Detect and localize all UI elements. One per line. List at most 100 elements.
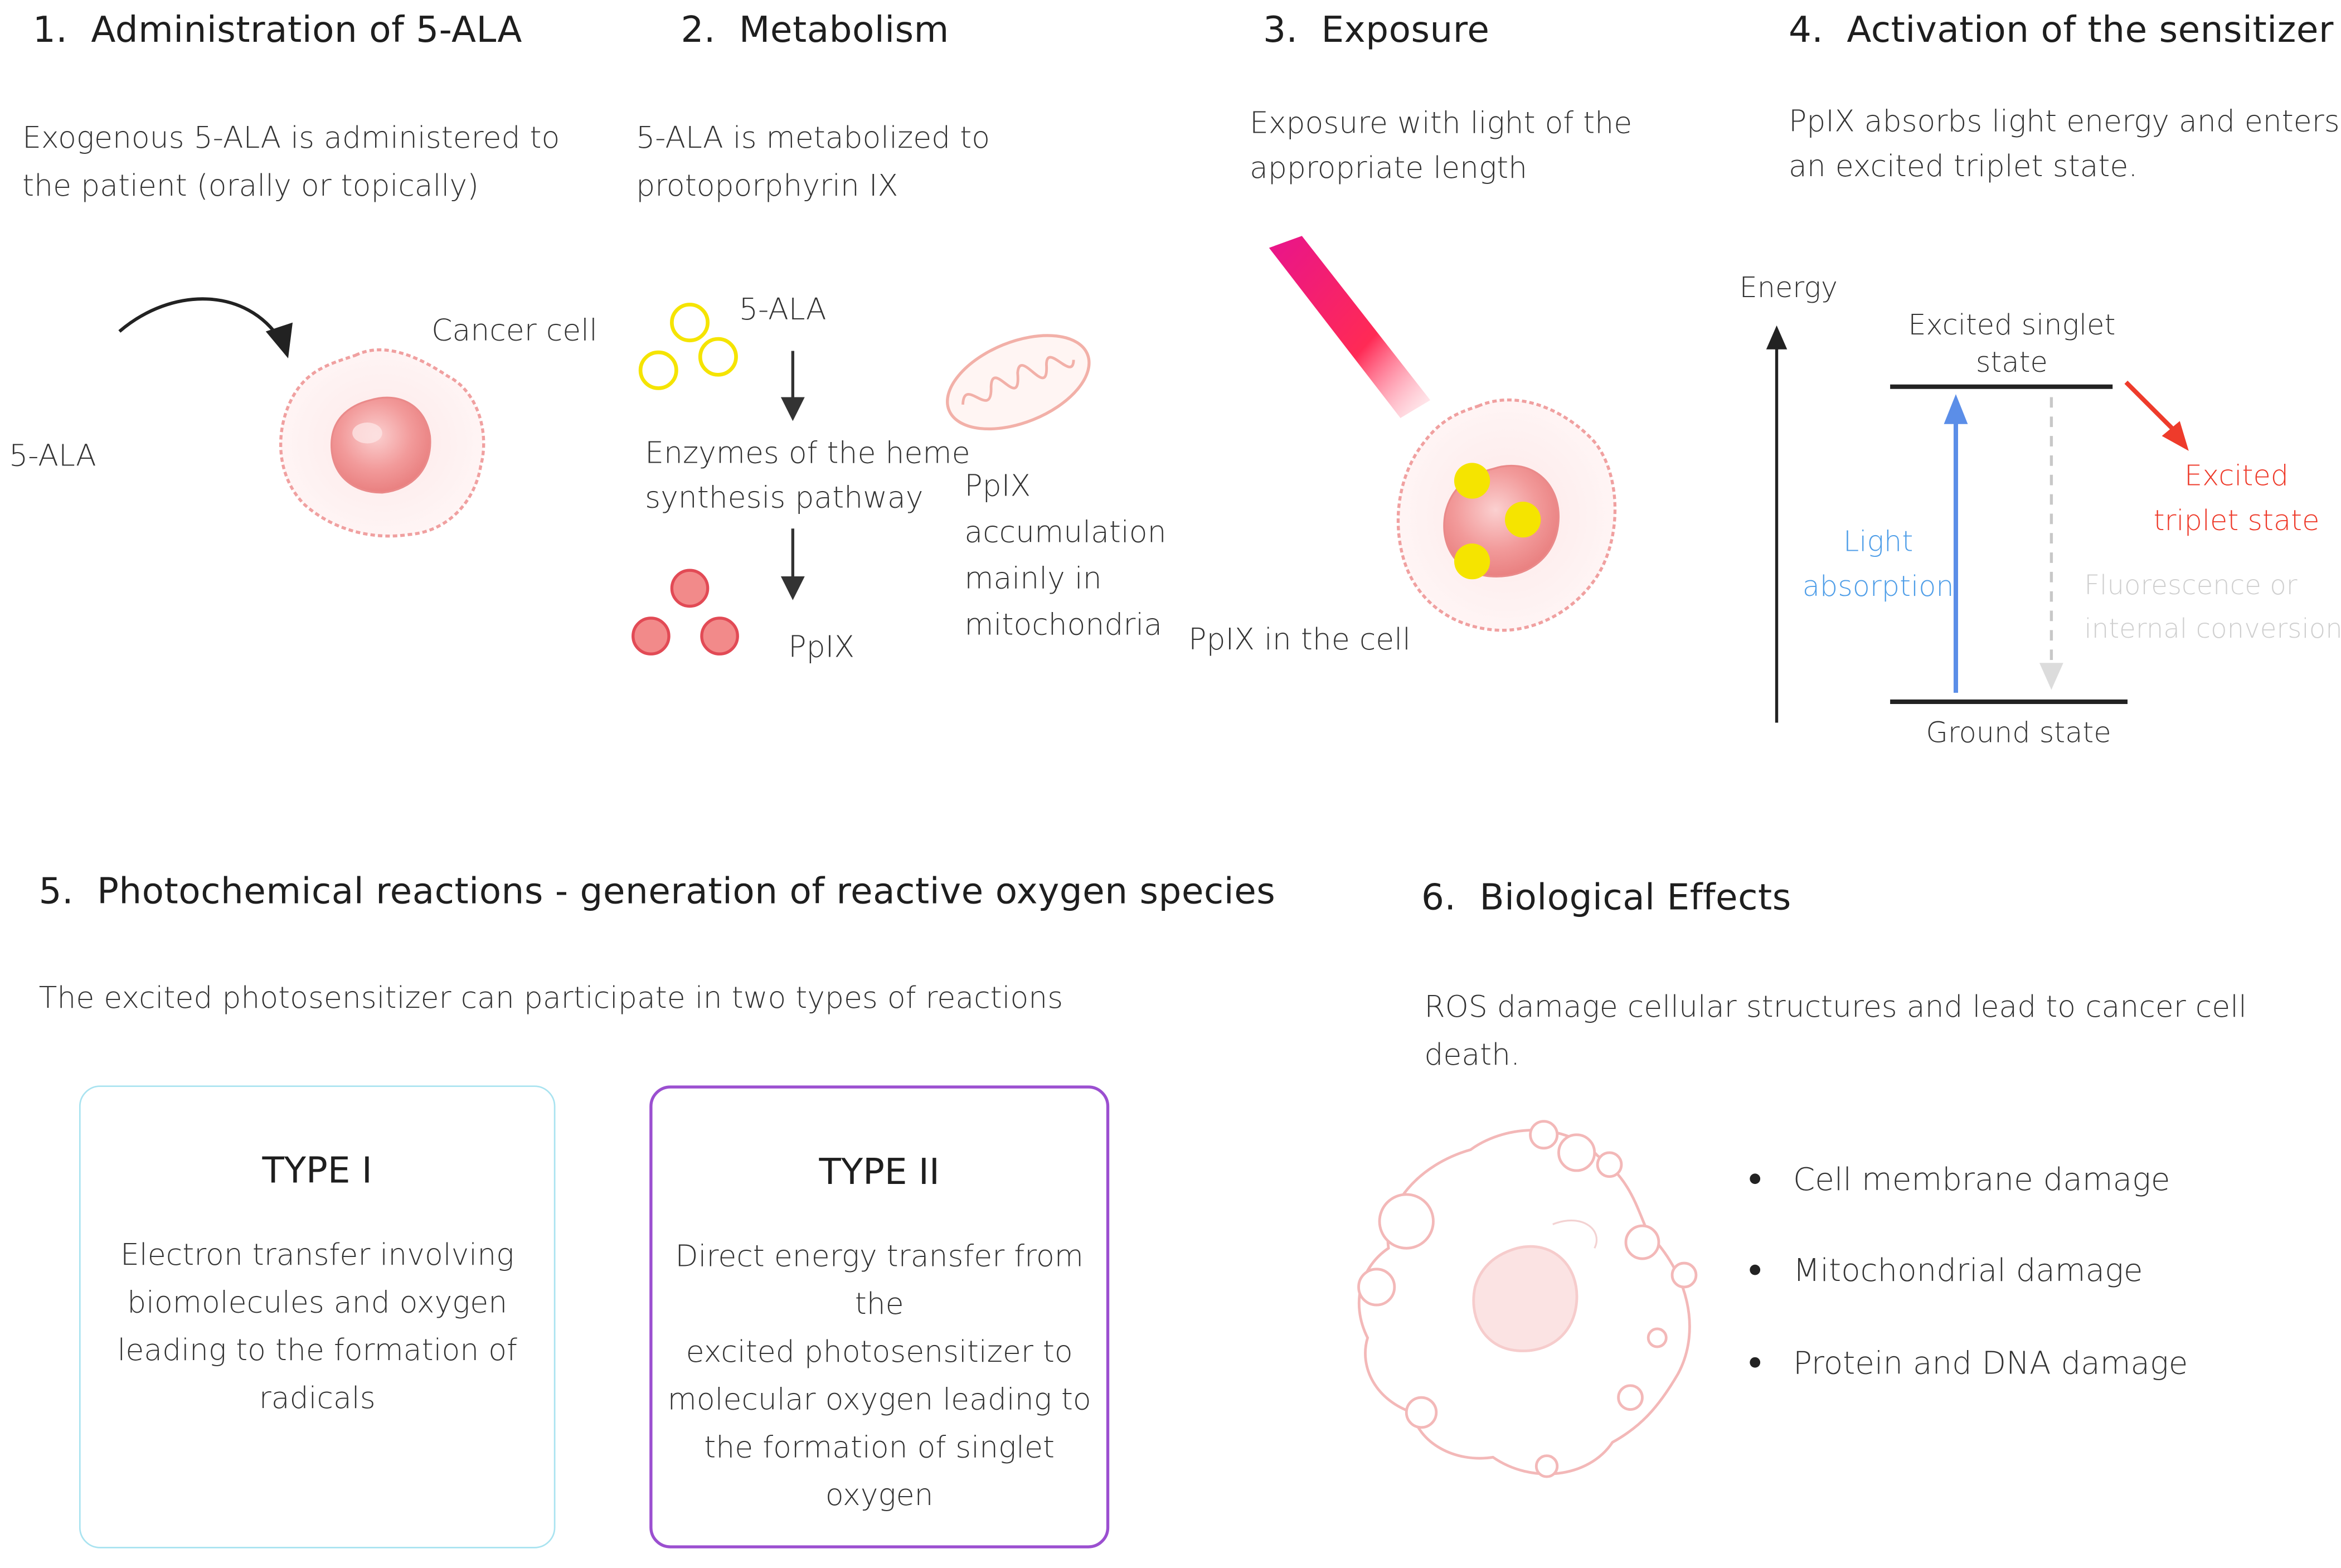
excited-triplet-label-line: triplet state — [2153, 504, 2320, 538]
light-absorption-label-line: absorption — [1802, 570, 1954, 604]
excited-singlet-label-line: Excited singlet — [1908, 309, 2116, 342]
step-4-number: 4. — [1788, 9, 1824, 51]
excited-triplet-label-line: Excited — [2184, 460, 2289, 493]
metabolism-arrow-1 — [780, 351, 805, 421]
accumulation-label-line: mitochondria — [964, 606, 1163, 642]
accumulation-label-line: PpIX — [964, 467, 1031, 503]
ala-label: 5-ALA — [9, 437, 96, 474]
administration-arrow — [118, 297, 293, 358]
step-6-title: Biological Effects — [1479, 876, 1791, 919]
fluorescence-label-line: internal conversion — [2084, 613, 2341, 645]
step-3-number: 3. — [1263, 9, 1298, 51]
bullet-dot — [1750, 1264, 1761, 1275]
step-5-description: The excited photosensitizer can particip… — [38, 979, 1063, 1016]
bullet-dot — [1750, 1173, 1761, 1183]
step-2-title: Metabolism — [739, 9, 949, 51]
energy-axis-label: Energy — [1739, 271, 1838, 305]
cancer-cell-3 — [1396, 398, 1617, 632]
step-4-text-line: PpIX absorbs light energy and enters — [1788, 103, 2340, 139]
light-absorption-label: Light absorption — [1800, 520, 1956, 609]
step-4-heading: 4. Activation of the sensitizer — [1789, 9, 2334, 51]
type-1-title: TYPE I — [262, 1149, 372, 1192]
energy-axis — [1766, 325, 1788, 723]
step-4-description: PpIX absorbs light energy and enters an … — [1789, 99, 2340, 188]
ppix-dot — [1454, 543, 1490, 580]
effect-label: Protein and DNA damage — [1793, 1345, 2188, 1381]
cancer-cell-label: Cancer cell — [431, 312, 598, 348]
type-2-description: Direct energy transfer from the excited … — [653, 1232, 1106, 1518]
light-beam — [1269, 236, 1431, 419]
step-4-title: Activation of the sensitizer — [1847, 9, 2334, 51]
step-1-title: Administration of 5-ALA — [91, 9, 522, 51]
step-6-heading: 6. Biological Effects — [1421, 876, 1791, 918]
step-6-description: ROS damage cellular structures and lead … — [1424, 988, 2247, 1072]
excited-singlet-label-line: state — [1975, 346, 2048, 380]
step-6-number: 6. — [1421, 876, 1456, 919]
type-1-description: Electron transfer involving biomolecules… — [81, 1230, 554, 1421]
step-1-text-line: the patient (orally or topically) — [22, 167, 479, 203]
light-absorption-label-line: Light — [1843, 525, 1913, 559]
step-3-heading: 3. Exposure — [1263, 9, 1489, 51]
type-2-text-line: Direct energy transfer from the — [675, 1237, 1084, 1322]
type-2-text-line: molecular oxygen leading to — [667, 1381, 1091, 1417]
fluorescence-arrow — [2039, 397, 2063, 690]
type-1-text-line: biomolecules and oxygen — [127, 1284, 508, 1320]
effect-item: Mitochondrial damage — [1750, 1253, 2143, 1289]
step-5-title: Photochemical reactions - generation of … — [97, 870, 1276, 912]
type-1-card: TYPE I Electron transfer involving biomo… — [79, 1085, 556, 1548]
type-2-card: TYPE II Direct energy transfer from the … — [649, 1085, 1110, 1548]
ala-molecules — [638, 303, 738, 390]
type-1-text-line: Electron transfer involving — [120, 1236, 514, 1273]
step-1-number: 1. — [32, 9, 68, 51]
effect-item: Cell membrane damage — [1750, 1162, 2170, 1197]
step-4-text-line: an excited triplet state. — [1788, 148, 2138, 184]
step-2-number: 2. — [681, 9, 716, 51]
step-3-title: Exposure — [1321, 9, 1490, 51]
step-5-heading: 5. Photochemical reactions - generation … — [39, 871, 1276, 912]
cancer-cell-1 — [279, 348, 485, 538]
ppix-dot — [1454, 463, 1490, 499]
fluorescence-label-line: Fluorescence or — [2084, 570, 2298, 602]
effect-label: Mitochondrial damage — [1793, 1253, 2143, 1289]
type-1-text-line: radicals — [259, 1380, 376, 1416]
step-3-description: Exposure with light of the appropriate l… — [1250, 100, 1632, 190]
absorption-arrow — [1944, 394, 1968, 693]
intersystem-crossing-arrow — [2124, 380, 2189, 451]
damaged-cell — [1357, 1120, 1698, 1478]
step-1-text-line: Exogenous 5-ALA is administered to — [22, 119, 560, 156]
accumulation-label-line: mainly in — [964, 560, 1102, 596]
step-2-description: 5-ALA is metabolized to protoporphyrin I… — [636, 114, 990, 209]
enzymes-label-line: synthesis pathway — [645, 479, 924, 516]
step-3-text-line: Exposure with light of the — [1249, 104, 1633, 140]
step-5-number: 5. — [38, 870, 74, 912]
step-2-text-line: 5-ALA is metabolized to — [636, 119, 990, 156]
type-2-text-line: the formation of singlet oxygen — [704, 1429, 1055, 1513]
step-2-heading: 2. Metabolism — [681, 9, 949, 51]
excited-singlet-label: Excited singlet state — [1896, 308, 2128, 382]
fluorescence-label: Fluorescence or internal conversion — [2084, 565, 2341, 651]
step-2-text-line: protoporphyrin IX — [636, 167, 898, 203]
ground-state-label: Ground state — [1926, 716, 2111, 750]
ppix-in-cell-label: PpIX in the cell — [1188, 621, 1411, 657]
effect-label: Cell membrane damage — [1793, 1161, 2170, 1198]
mitochondrion — [946, 334, 1091, 431]
step-3-text-line: appropriate length — [1249, 149, 1528, 186]
effect-item: Protein and DNA damage — [1750, 1345, 2188, 1381]
ppix-label: PpIX — [788, 628, 855, 664]
step-1-description: Exogenous 5-ALA is administered to the p… — [22, 114, 560, 209]
ppix-dot — [1505, 502, 1541, 538]
ala-label-2: 5-ALA — [739, 291, 827, 327]
step-1-heading: 1. Administration of 5-ALA — [33, 9, 522, 51]
type-1-text-line: leading to the formation of — [117, 1332, 517, 1368]
type-2-title: TYPE II — [819, 1151, 940, 1193]
enzymes-label: Enzymes of the heme synthesis pathway — [645, 430, 970, 520]
type-2-text-line: excited photosensitizer to — [686, 1333, 1073, 1370]
bullet-dot — [1750, 1356, 1761, 1367]
metabolism-arrow-2 — [780, 528, 805, 600]
excited-triplet-label: Excited triplet state — [2150, 454, 2323, 543]
enzymes-label-line: Enzymes of the heme — [645, 434, 970, 470]
accumulation-label-line: accumulation — [964, 513, 1167, 550]
accumulation-label: PpIX accumulation mainly in mitochondria — [964, 463, 1166, 648]
ppix-molecules — [632, 569, 739, 656]
